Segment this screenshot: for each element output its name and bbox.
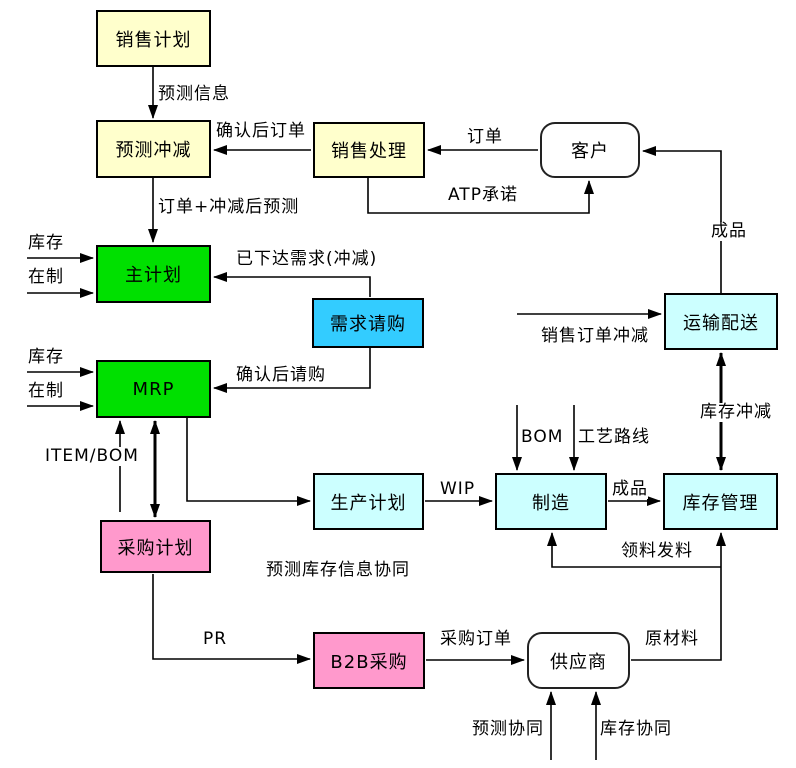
node-b2b-purchasing: B2B采购	[313, 632, 425, 689]
label-forecast-collab: 预测协同	[472, 719, 544, 739]
label-confirmed-order: 确认后订单	[216, 121, 306, 141]
label-material-issue: 领料发料	[621, 541, 693, 561]
label-sales-order-offset: 销售订单冲减	[541, 326, 649, 346]
label-wip-input-1: 在制	[28, 267, 64, 287]
label-inventory-1: 库存	[28, 233, 64, 253]
node-sales-plan: 销售计划	[96, 10, 211, 67]
edges-group	[27, 67, 726, 760]
label-raw-material: 原材料	[645, 629, 699, 649]
label-item-bom: ITEM/BOM	[45, 446, 139, 466]
node-transport-delivery: 运输配送	[664, 293, 778, 350]
label-forecast-info: 预测信息	[158, 84, 230, 104]
edge-material-issue-flow	[547, 532, 721, 568]
label-process-route: 工艺路线	[578, 427, 650, 447]
node-inventory-management: 库存管理	[663, 473, 778, 530]
label-inventory-collab: 库存协同	[600, 719, 672, 739]
label-bom: BOM	[521, 427, 564, 447]
node-customer: 客户	[540, 122, 640, 178]
edge-released-demand-flow	[213, 272, 371, 297]
label-forecast-inventory-collab: 预测库存信息协同	[266, 560, 410, 580]
edge-raw-material-flow	[631, 532, 726, 661]
node-production-plan: 生产计划	[313, 473, 424, 530]
node-purchase-plan: 采购计划	[100, 520, 211, 573]
node-sales-processing: 销售处理	[313, 122, 425, 178]
label-inventory-2: 库存	[28, 347, 64, 367]
node-supplier: 供应商	[527, 632, 630, 689]
edge-confirmed-requisition-flow	[213, 348, 371, 393]
node-forecast-offset: 预测冲减	[96, 120, 211, 178]
node-demand-requisition: 需求请购	[312, 298, 424, 348]
node-master-plan: 主计划	[96, 245, 211, 303]
edge-mrp-to-production-plan	[186, 418, 311, 506]
edge-finished-goods-to-customer	[642, 146, 722, 293]
label-finished-goods-mid: 成品	[612, 479, 648, 499]
node-mrp: MRP	[96, 360, 211, 418]
label-order: 订单	[467, 127, 503, 147]
edge-atp-promise-flow	[367, 178, 594, 214]
node-manufacturing: 制造	[495, 473, 607, 530]
label-purchase-order: 采购订单	[440, 629, 512, 649]
label-confirmed-requisition: 确认后请购	[236, 365, 326, 385]
label-wip-input-2: 在制	[28, 381, 64, 401]
label-wip-flow-label: WIP	[440, 479, 476, 499]
label-pr: PR	[203, 629, 228, 649]
label-released-demand-offset: 已下达需求(冲减)	[236, 249, 378, 269]
label-order-plus-offset-forecast: 订单+冲减后预测	[158, 197, 300, 217]
label-atp-promise: ATP承诺	[448, 185, 518, 205]
label-finished-goods-top: 成品	[711, 221, 747, 241]
label-inventory-offset: 库存冲减	[700, 402, 772, 422]
edge-pr-flow	[152, 574, 311, 664]
